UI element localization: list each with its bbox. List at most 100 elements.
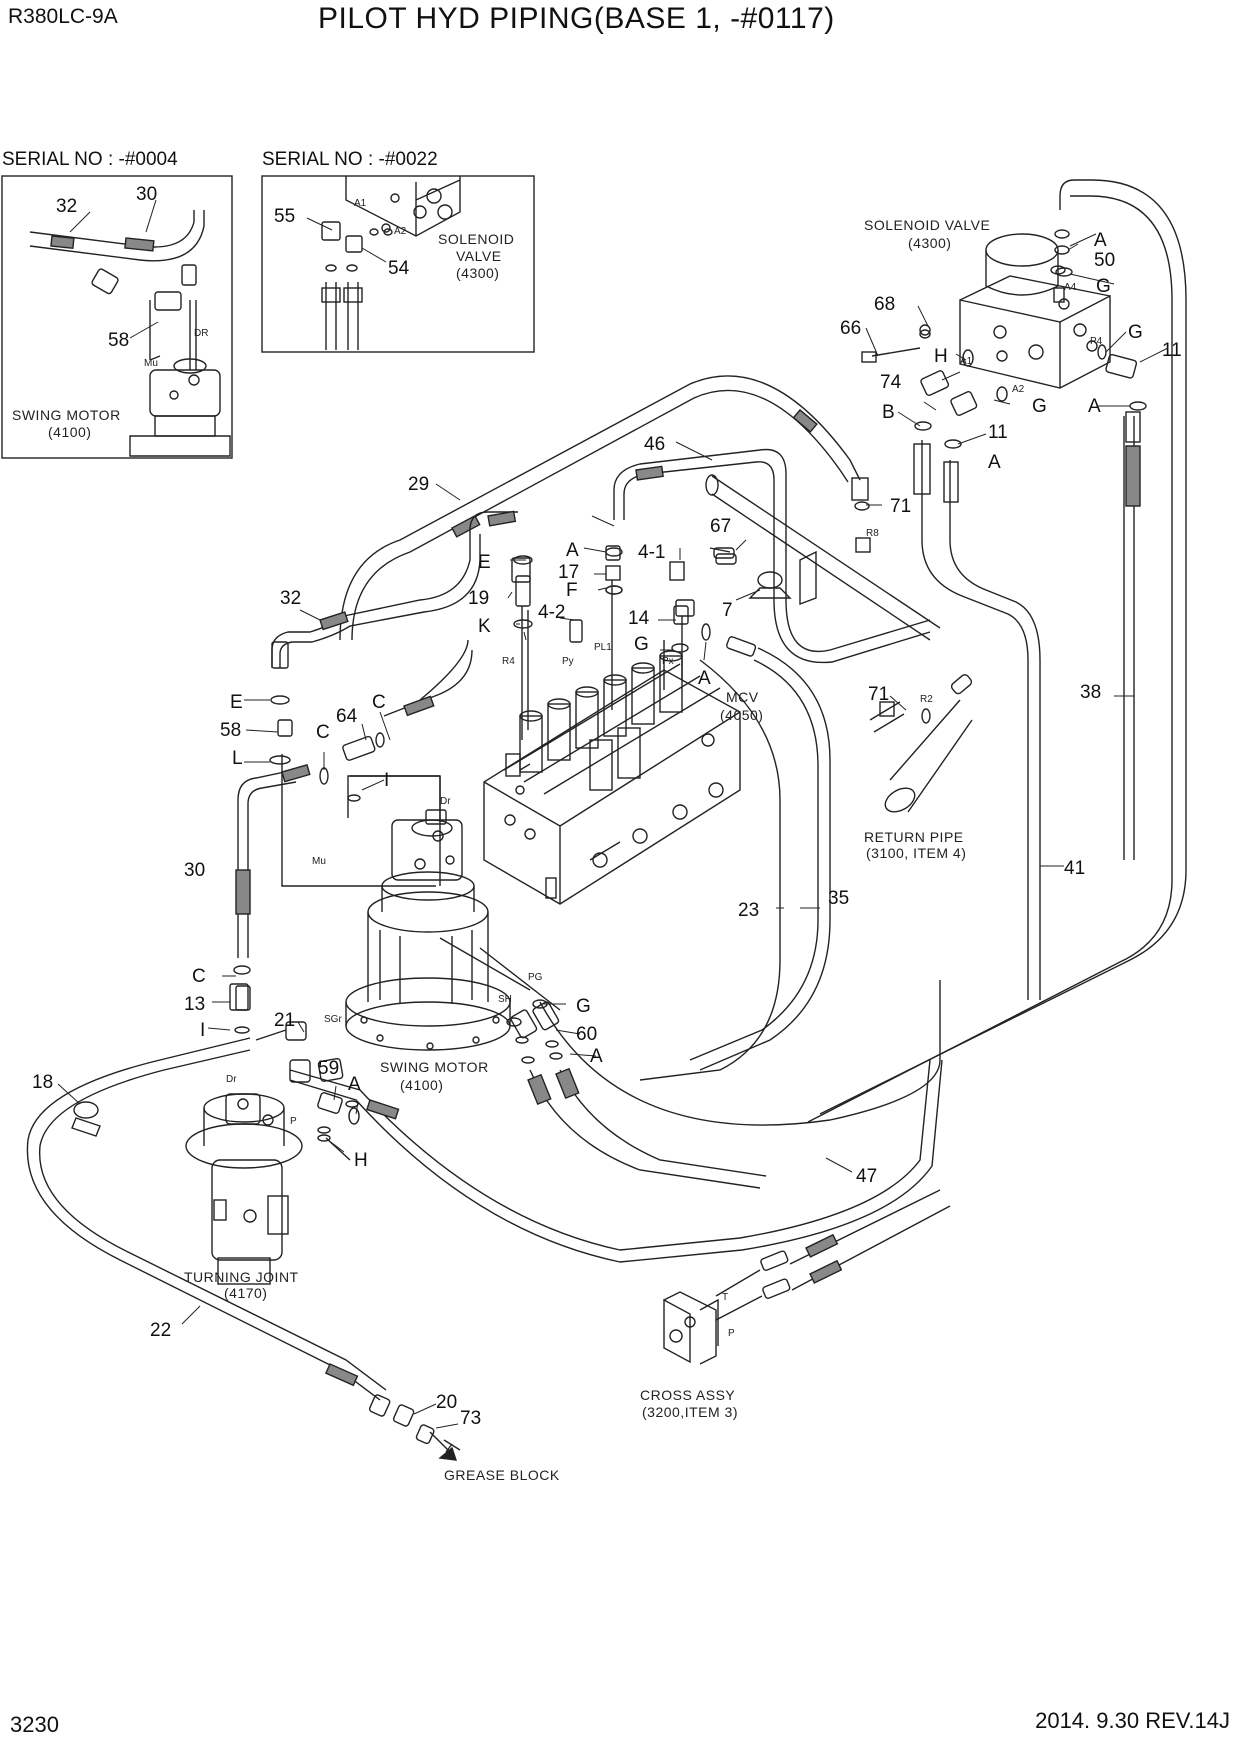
callout-k: K [478, 616, 491, 637]
callout-64: 64 [336, 706, 358, 727]
hose-22 [26, 1037, 381, 1401]
callout-17: 17 [558, 562, 579, 583]
callout-46: 46 [644, 434, 665, 455]
callout-54: 54 [388, 258, 410, 279]
port-py: Py [562, 656, 574, 667]
callout-30-main: 30 [184, 860, 205, 881]
cap-swing-inset-1: SWING MOTOR [12, 407, 121, 423]
callout-58-main: 58 [220, 720, 241, 741]
hose-30 [237, 769, 295, 958]
callout-g-swing: G [576, 996, 591, 1017]
cap-return-1: RETURN PIPE [864, 829, 964, 845]
cap-return-2: (3100, ITEM 4) [866, 845, 966, 861]
callout-41: 41 [1064, 858, 1085, 879]
callout-a-top: A [1094, 230, 1107, 251]
hose-35 [699, 647, 831, 1071]
leader-lines [57, 199, 1169, 1429]
port-dr-main: Dr [440, 796, 451, 807]
port-p4: P4 [1090, 336, 1103, 347]
callout-14: 14 [628, 608, 650, 629]
cap-swing-inset-2: (4100) [48, 424, 91, 440]
callout-11-mid: 11 [988, 422, 1008, 443]
port-p-tj: P [290, 1116, 297, 1127]
port-r2: R2 [920, 694, 933, 705]
port-pg: PG [528, 972, 543, 983]
port-r8: R8 [866, 528, 879, 539]
callout-g-a2: G [1032, 396, 1047, 417]
callout-30-inset: 30 [136, 184, 157, 205]
callout-59: 59 [318, 1058, 339, 1079]
callout-73: 73 [460, 1408, 481, 1429]
cross-assy [663, 1189, 951, 1365]
mcv-block [483, 650, 741, 905]
callout-c-left: C [316, 722, 330, 743]
callout-g-p4: G [1128, 322, 1143, 343]
cap-solenoid-main-2: (4300) [908, 235, 951, 251]
callout-4-1: 4-1 [638, 542, 665, 563]
callout-19: 19 [468, 588, 489, 609]
cap-cross-2: (3200,ITEM 3) [642, 1404, 738, 1420]
callout-i-top: I [384, 770, 389, 791]
hose-23 [639, 659, 781, 1081]
callout-c-right: C [372, 692, 386, 713]
callout-g-top: G [1096, 276, 1111, 297]
cap-swing-main-1: SWING MOTOR [380, 1059, 489, 1075]
callout-18: 18 [32, 1072, 53, 1093]
port-a1: A1 [960, 356, 973, 367]
solenoid-valve-main [959, 233, 1111, 389]
callout-a-59: A [348, 1074, 361, 1095]
inset-frame-left [1, 175, 233, 459]
port-mu-main: Mu [312, 856, 326, 867]
inset-frame-right [261, 175, 535, 353]
port-pl1: PL1 [594, 642, 612, 653]
cap-solenoid-inset-2: VALVE [456, 248, 502, 264]
port-dr-tj: Dr [226, 1074, 237, 1085]
callout-68: 68 [874, 294, 895, 315]
callout-7: 7 [722, 600, 733, 621]
callout-a-mid: A [988, 452, 1001, 473]
swing-motor-main [345, 809, 511, 1051]
hose-46 [613, 448, 931, 652]
cap-solenoid-main-1: SOLENOID VALVE [864, 217, 990, 233]
callout-71-top: 71 [890, 496, 911, 517]
turning-joint [185, 1093, 303, 1285]
port-a1-inset: A1 [354, 198, 367, 209]
port-t-cross: T [722, 1292, 728, 1303]
callout-22: 22 [150, 1320, 171, 1341]
hose-32 [271, 511, 518, 668]
port-a4: A4 [1064, 282, 1077, 293]
cap-turning-2: (4170) [224, 1285, 267, 1301]
callout-a-mcv: A [566, 540, 579, 561]
callout-32-inset: 32 [56, 196, 77, 217]
callout-l: L [232, 748, 243, 769]
callout-50: 50 [1094, 250, 1115, 271]
port-dr-inset: DR [194, 328, 208, 339]
port-a2-inset: A2 [394, 226, 407, 237]
callout-c-low: C [192, 966, 206, 987]
port-sgr: SGr [324, 1014, 342, 1025]
callout-20: 20 [436, 1392, 457, 1413]
cap-swing-main-2: (4100) [400, 1077, 443, 1093]
page-number: 3230 [10, 1712, 59, 1737]
inset-right-serial: SERIAL NO : -#0022 [262, 149, 438, 170]
return-pipe [705, 474, 973, 813]
port-r4: R4 [502, 656, 515, 667]
callout-71-mid: 71 [868, 684, 889, 705]
callout-55: 55 [274, 206, 295, 227]
callout-13: 13 [184, 994, 205, 1015]
clamp-7 [715, 550, 817, 606]
page-title: PILOT HYD PIPING(BASE 1, -#0117) [318, 2, 835, 35]
inset-right-solenoid [321, 176, 461, 350]
callout-i-low: I [200, 1020, 205, 1041]
callout-a-swing: A [590, 1046, 603, 1067]
o-rings [233, 267, 1147, 1142]
callout-b: B [882, 402, 895, 423]
callout-f: F [566, 580, 578, 601]
cap-mcv-2: (4050) [720, 707, 763, 723]
callout-67: 67 [710, 516, 731, 537]
port-p-cross: P [728, 1328, 735, 1339]
callout-60: 60 [576, 1024, 597, 1045]
cap-mcv-1: MCV [726, 689, 759, 705]
callout-h-low: H [354, 1150, 368, 1171]
callout-21: 21 [274, 1010, 295, 1031]
